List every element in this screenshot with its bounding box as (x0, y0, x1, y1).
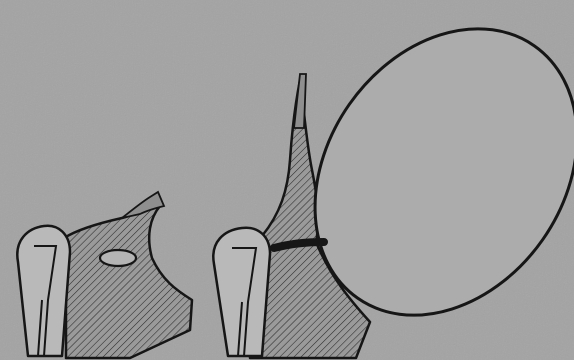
left-small-cyst (100, 250, 136, 266)
